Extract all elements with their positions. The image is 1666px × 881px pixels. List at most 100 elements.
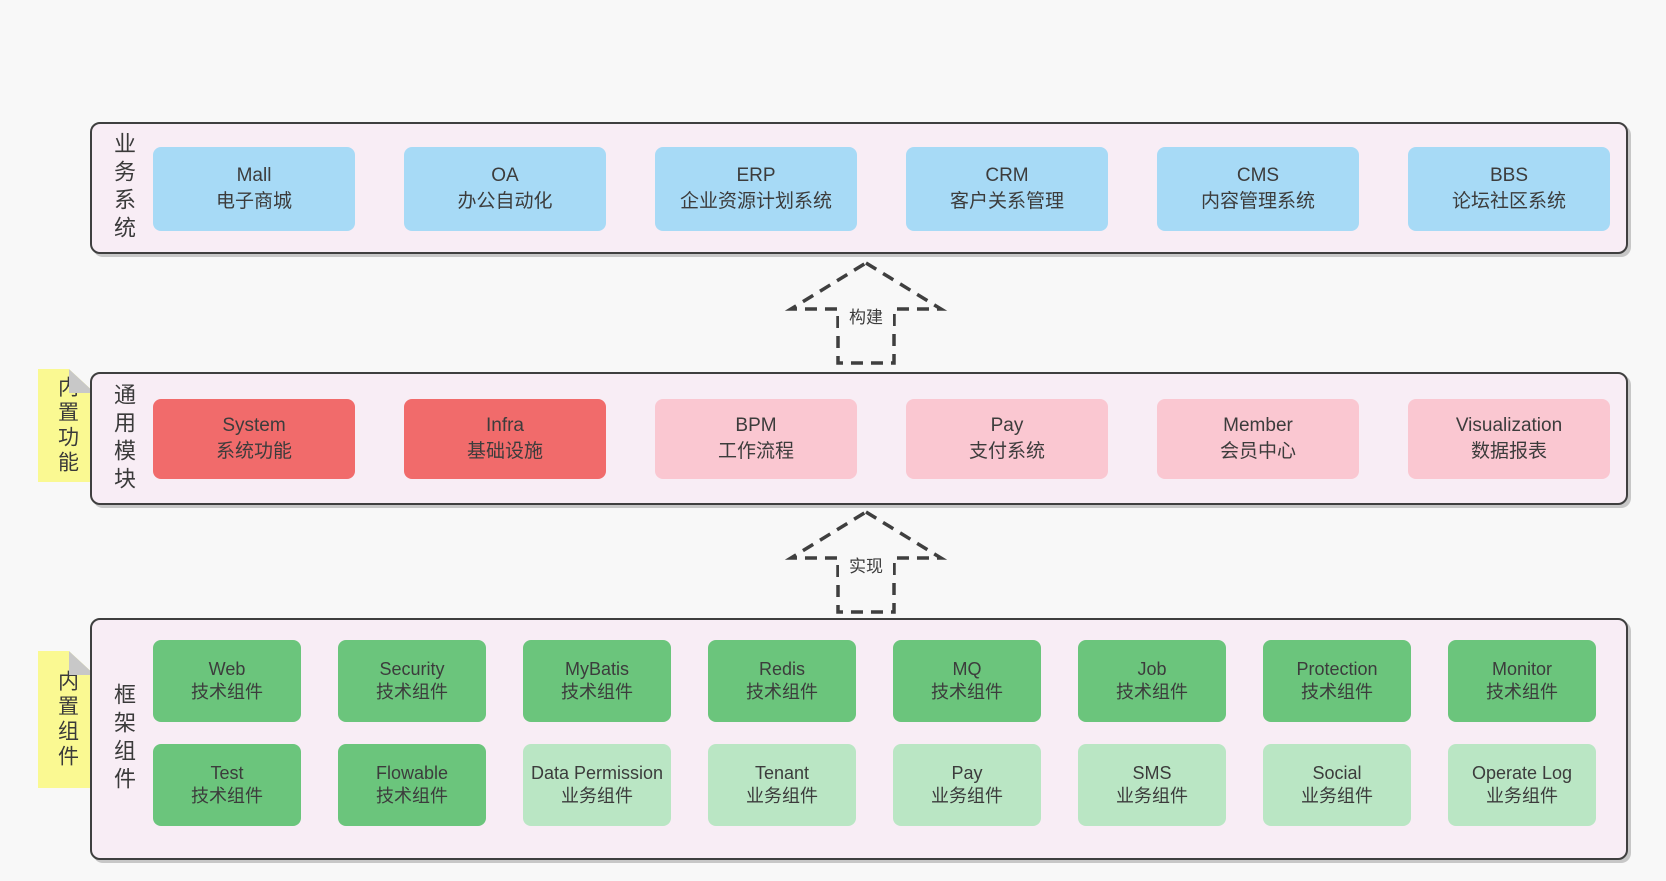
box-title: Data Permission bbox=[530, 762, 664, 783]
box-title: Job bbox=[1137, 658, 1167, 679]
box-monitor: Monitor 技术组件 bbox=[1448, 640, 1596, 722]
box-mybatis: MyBatis 技术组件 bbox=[523, 640, 671, 722]
build-arrow-label-bg bbox=[839, 302, 893, 330]
box-redis: Redis 技术组件 bbox=[708, 640, 856, 722]
box-title: Web bbox=[208, 658, 246, 679]
box-erp: ERP 企业资源计划系统 bbox=[655, 147, 857, 231]
box-job: Job 技术组件 bbox=[1078, 640, 1226, 722]
box-subtitle: 系统功能 bbox=[215, 441, 292, 462]
box-title: Visualization bbox=[1455, 414, 1563, 436]
box-visualization: Visualization 数据报表 bbox=[1408, 399, 1610, 479]
box-title: Infra bbox=[485, 414, 525, 436]
box-subtitle: 业务组件 bbox=[1301, 786, 1373, 806]
note-built-in-functions-text: 内置功能 bbox=[55, 375, 79, 476]
box-protection: Protection 技术组件 bbox=[1263, 640, 1411, 722]
note-built-in-components-text: 内置组件 bbox=[55, 669, 79, 770]
box-member: Member 会员中心 bbox=[1157, 399, 1359, 479]
box-subtitle: 电子商城 bbox=[215, 191, 292, 212]
box-subtitle: 业务组件 bbox=[561, 786, 633, 806]
layer-label-common-modules: 通用模块 bbox=[111, 382, 136, 495]
box-subtitle: 会员中心 bbox=[1219, 441, 1296, 462]
box-subtitle: 业务组件 bbox=[1116, 786, 1188, 806]
box-subtitle: 技术组件 bbox=[1301, 682, 1373, 702]
box-subtitle: 业务组件 bbox=[931, 786, 1003, 806]
box-subtitle: 业务组件 bbox=[746, 786, 818, 806]
box-subtitle: 技术组件 bbox=[191, 682, 263, 702]
box-mq: MQ 技术组件 bbox=[893, 640, 1041, 722]
box-subtitle: 企业资源计划系统 bbox=[679, 191, 832, 212]
box-mall: Mall 电子商城 bbox=[153, 147, 355, 231]
box-pay: Pay 业务组件 bbox=[893, 744, 1041, 826]
layer-business-systems: 业务系统 Mall 电子商城 OA 办公自动化 ERP 企业资源计划系统 CRM 客户关系管理… bbox=[90, 122, 1628, 254]
box-subtitle: 数据报表 bbox=[1470, 441, 1547, 462]
box-title: SMS bbox=[1132, 762, 1172, 783]
box-title: MyBatis bbox=[564, 658, 629, 679]
box-test: Test 技术组件 bbox=[153, 744, 301, 826]
implement-arrow-label-bg bbox=[839, 551, 893, 579]
box-title: Redis bbox=[758, 658, 806, 679]
box-title: MQ bbox=[952, 658, 982, 679]
implement-arrow: 实现 bbox=[784, 509, 948, 614]
box-subtitle: 客户关系管理 bbox=[949, 191, 1064, 212]
box-subtitle: 内容管理系统 bbox=[1200, 191, 1315, 212]
box-title: Mall bbox=[236, 164, 272, 186]
box-subtitle: 支付系统 bbox=[968, 441, 1045, 462]
box-tenant: Tenant 业务组件 bbox=[708, 744, 856, 826]
layer-label-business-systems: 业务系统 bbox=[111, 132, 136, 244]
box-title: Protection bbox=[1296, 658, 1378, 679]
box-pay: Pay 支付系统 bbox=[906, 399, 1108, 479]
box-subtitle: 技术组件 bbox=[746, 682, 818, 702]
box-subtitle: 办公自动化 bbox=[457, 191, 553, 212]
box-title: Social bbox=[1312, 762, 1362, 783]
box-title: BBS bbox=[1489, 164, 1529, 186]
box-title: System bbox=[222, 414, 286, 436]
box-title: Test bbox=[210, 762, 244, 783]
box-title: Security bbox=[379, 658, 445, 679]
business-boxes-row: Mall 电子商城 OA 办公自动化 ERP 企业资源计划系统 CRM 客户关系管理 CMS 内容… bbox=[153, 147, 1610, 231]
box-operate-log: Operate Log 业务组件 bbox=[1448, 744, 1596, 826]
box-crm: CRM 客户关系管理 bbox=[906, 147, 1108, 231]
box-oa: OA 办公自动化 bbox=[404, 147, 606, 231]
box-infra: Infra 基础设施 bbox=[404, 399, 606, 479]
box-system: System 系统功能 bbox=[153, 399, 355, 479]
box-cms: CMS 内容管理系统 bbox=[1157, 147, 1359, 231]
box-title: Operate Log bbox=[1471, 762, 1573, 783]
box-title: Tenant bbox=[754, 762, 810, 783]
box-title: CMS bbox=[1236, 164, 1280, 186]
box-subtitle: 技术组件 bbox=[1116, 682, 1188, 702]
box-title: Flowable bbox=[375, 762, 449, 783]
box-title: Monitor bbox=[1491, 658, 1553, 679]
layer-label-framework-components: 框架组件 bbox=[111, 683, 136, 795]
box-title: Pay bbox=[951, 762, 983, 783]
box-title: ERP bbox=[736, 164, 776, 186]
box-subtitle: 技术组件 bbox=[1486, 682, 1558, 702]
build-arrow-label: 构建 bbox=[849, 308, 883, 327]
box-title: Member bbox=[1223, 414, 1293, 436]
box-subtitle: 技术组件 bbox=[561, 682, 633, 702]
box-subtitle: 技术组件 bbox=[191, 786, 263, 806]
box-subtitle: 业务组件 bbox=[1486, 786, 1558, 806]
implement-arrow-label: 实现 bbox=[849, 557, 883, 576]
build-arrow: 构建 bbox=[784, 260, 948, 365]
box-subtitle: 工作流程 bbox=[717, 441, 794, 462]
box-title: Pay bbox=[990, 414, 1024, 436]
box-web: Web 技术组件 bbox=[153, 640, 301, 722]
box-data-permission: Data Permission 业务组件 bbox=[523, 744, 671, 826]
box-subtitle: 基础设施 bbox=[466, 441, 543, 462]
box-subtitle: 技术组件 bbox=[931, 682, 1003, 702]
box-sms: SMS 业务组件 bbox=[1078, 744, 1226, 826]
box-title: CRM bbox=[985, 164, 1029, 186]
note-built-in-functions: 内置功能 bbox=[38, 369, 95, 482]
box-title: OA bbox=[491, 164, 519, 186]
box-subtitle: 技术组件 bbox=[376, 682, 448, 702]
box-security: Security 技术组件 bbox=[338, 640, 486, 722]
